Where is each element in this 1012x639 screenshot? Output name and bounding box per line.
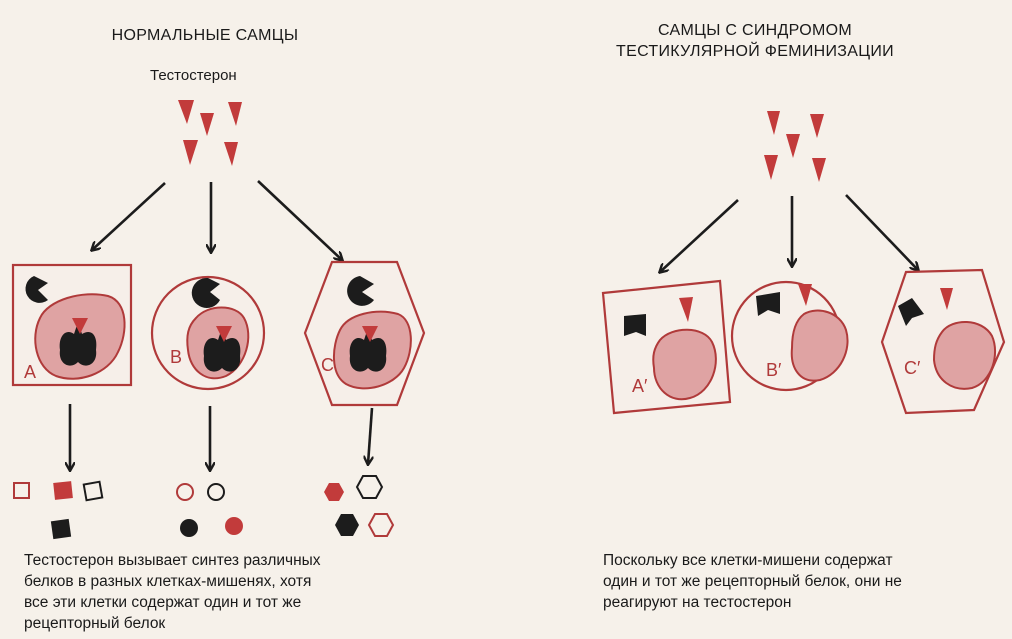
arrow-icon	[368, 408, 372, 464]
left-hormone-cluster	[178, 100, 242, 166]
cell-label-b-prime: B′	[766, 360, 782, 380]
right-caption-line-3: реагируют на тестостерон	[603, 592, 1003, 613]
nucleus-c-prime	[934, 322, 995, 389]
products-a	[14, 481, 102, 539]
right-caption-line-2: один и тот же рецепторный белок, они не	[603, 571, 1003, 592]
left-caption-line-3: все эти клетки содержат один и тот же	[24, 592, 424, 613]
left-caption-line-2: белков в разных клетках-мишенях, хотя	[24, 571, 424, 592]
hormone-triangle-icon	[200, 113, 214, 136]
hormone-triangle-icon	[812, 158, 826, 182]
hormone-triangle-icon	[767, 111, 780, 135]
product-square-icon	[51, 519, 71, 539]
product-square-icon	[14, 483, 29, 498]
product-circle-icon	[208, 484, 224, 500]
nucleus-b-prime	[792, 311, 848, 381]
cell-a-prime: A′	[603, 281, 730, 413]
cell-label-a: A	[24, 362, 36, 382]
hormone-triangle-icon	[228, 102, 242, 126]
products-c	[324, 476, 393, 536]
hormone-triangle-icon	[764, 155, 778, 180]
cell-c: C	[305, 262, 424, 405]
hormone-triangle-icon	[183, 140, 198, 165]
product-square-icon	[53, 481, 73, 500]
left-arrows-bottom	[70, 404, 372, 470]
cell-c-prime: C′	[882, 270, 1004, 413]
product-circle-icon	[225, 517, 243, 535]
cell-label-b: B	[170, 347, 182, 367]
right-caption-line-1: Поскольку все клетки-мишени содержат	[603, 550, 1003, 571]
cell-label-a-prime: A′	[632, 376, 648, 396]
cell-b-prime: B′	[732, 282, 848, 390]
product-hexagon-icon	[335, 514, 359, 536]
product-hexagon-icon	[324, 483, 344, 501]
left-caption-line-1: Тестостерон вызывает синтез различных	[24, 550, 424, 571]
arrow-icon	[92, 183, 165, 250]
arrow-icon	[846, 195, 918, 270]
cell-a: A	[13, 265, 131, 385]
product-hexagon-icon	[357, 476, 382, 498]
cell-b: B	[152, 277, 264, 389]
hormone-triangle-icon	[224, 142, 238, 166]
right-arrows	[660, 195, 918, 272]
products-b	[177, 484, 243, 537]
product-square-icon	[84, 482, 103, 501]
cell-label-c-prime: C′	[904, 358, 921, 378]
left-caption: Тестостерон вызывает синтез различных бе…	[24, 550, 424, 634]
right-hormone-cluster	[764, 111, 826, 182]
product-circle-icon	[177, 484, 193, 500]
left-arrows-top	[92, 181, 342, 260]
arrow-icon	[660, 200, 738, 272]
cell-label-c: C	[321, 355, 334, 375]
product-hexagon-icon	[369, 514, 393, 536]
left-caption-line-4: рецепторный белок	[24, 613, 424, 634]
arrow-icon	[258, 181, 342, 260]
right-caption: Поскольку все клетки-мишени содержат оди…	[603, 550, 1003, 613]
product-circle-icon	[180, 519, 198, 537]
hormone-triangle-icon	[178, 100, 194, 124]
hormone-triangle-icon	[810, 114, 824, 138]
hormone-triangle-icon	[786, 134, 800, 158]
